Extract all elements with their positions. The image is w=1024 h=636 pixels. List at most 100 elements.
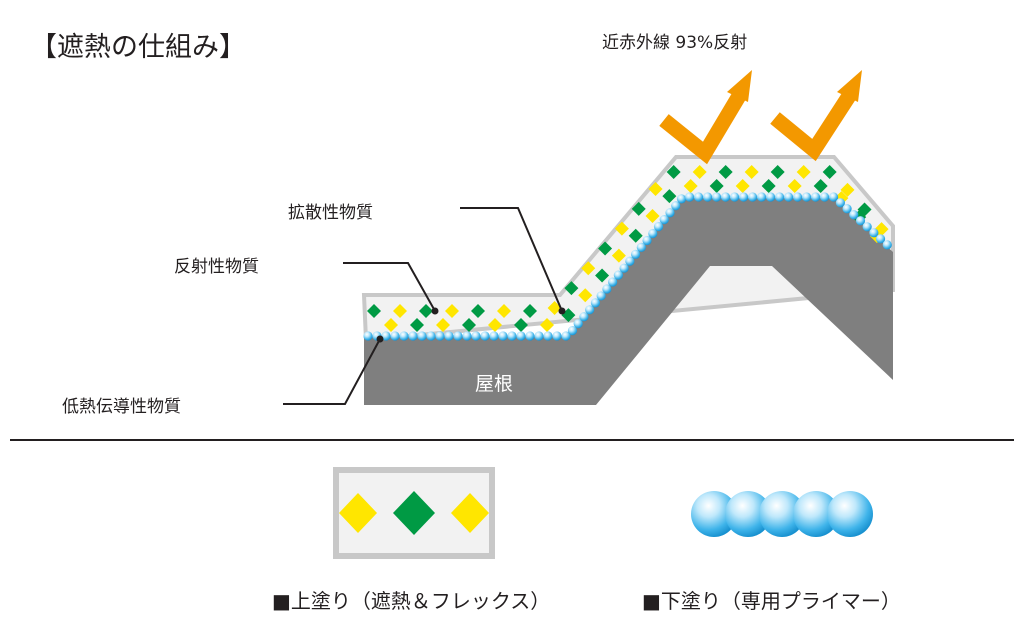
primer-bead xyxy=(691,491,737,537)
primer-bead xyxy=(417,331,427,341)
primer-bead xyxy=(573,319,583,329)
primer-bead xyxy=(453,331,463,341)
primer-bead xyxy=(835,198,845,208)
coat-particle xyxy=(813,179,828,193)
coat-particle xyxy=(735,179,750,193)
primer-bead xyxy=(516,331,526,341)
primer-bead xyxy=(596,291,606,301)
primer-bead xyxy=(855,216,866,226)
primer-bead xyxy=(567,326,578,336)
primer-bead xyxy=(630,249,641,259)
reflective-leader-dot xyxy=(431,307,439,315)
coat-particle xyxy=(547,300,562,315)
yellow-diamond xyxy=(451,493,489,533)
coat-particle xyxy=(648,182,663,197)
diffusive-leader xyxy=(460,207,563,312)
primer-bead xyxy=(636,242,646,252)
diffusive-leader-dot xyxy=(558,307,566,315)
reflective-leader xyxy=(343,262,436,312)
coat-particle xyxy=(384,318,398,332)
primer-bead xyxy=(747,192,758,202)
primer-bead xyxy=(725,491,771,537)
primer-bead xyxy=(729,192,740,202)
primer-bead xyxy=(426,331,436,341)
primer-bead xyxy=(648,228,658,239)
primer-bead xyxy=(793,491,839,537)
top-coat-caption: ■上塗り（遮熱＆フレックス） xyxy=(272,589,550,613)
primer-bead xyxy=(579,312,589,322)
primer-bead xyxy=(613,270,623,280)
primer-bead xyxy=(882,240,892,250)
primer-bead xyxy=(875,234,886,244)
primer-bead xyxy=(585,305,595,315)
primer-bead xyxy=(819,192,830,202)
primer-swatch xyxy=(691,491,873,537)
coat-particle xyxy=(744,165,759,179)
coat-particle xyxy=(770,165,785,179)
primer-bead xyxy=(489,331,499,341)
primer-bead xyxy=(684,192,695,202)
primer-bead xyxy=(602,284,612,294)
primer-bead xyxy=(590,298,601,308)
coat-particle xyxy=(462,318,476,332)
coat-particle xyxy=(718,165,733,179)
coat-particle xyxy=(581,261,596,276)
primer-bead xyxy=(810,192,821,202)
coat-particle xyxy=(367,304,381,318)
primer-bead xyxy=(390,331,400,341)
coat-particles xyxy=(367,165,889,332)
coat-particle xyxy=(393,304,407,318)
primer-bead xyxy=(561,331,571,341)
primer-bead xyxy=(552,331,562,341)
primer-bead xyxy=(608,277,618,287)
primer-bead xyxy=(801,192,812,202)
primer-bead xyxy=(659,215,669,225)
coat-particle xyxy=(471,304,485,318)
coat-particle xyxy=(666,165,681,179)
primer-bead xyxy=(842,204,852,214)
coat-particle xyxy=(787,179,802,193)
primer-bead xyxy=(435,331,445,341)
primer-bead xyxy=(408,331,418,341)
coat-particle xyxy=(578,288,593,303)
primer-bead xyxy=(759,491,805,537)
reflection-label: 近赤外線 93%反射 xyxy=(602,33,747,53)
green-diamond xyxy=(393,491,435,535)
diffusive-label: 拡散性物質 xyxy=(288,203,373,223)
coat-particle xyxy=(628,228,643,243)
coat-particle xyxy=(822,165,837,179)
coat-particle xyxy=(611,248,626,263)
primer-bead xyxy=(792,192,803,202)
primer-bead xyxy=(869,228,879,238)
page-title: 【遮熱の仕組み】 xyxy=(30,32,246,63)
coat-particle xyxy=(662,189,677,204)
roof-body xyxy=(364,198,893,405)
primer-bead xyxy=(507,331,517,341)
coat-particle xyxy=(497,304,511,318)
primer-bead xyxy=(774,192,785,202)
coat-particle xyxy=(598,241,613,256)
coat-particle xyxy=(631,201,646,216)
coat-particle xyxy=(761,179,776,193)
primer-bead xyxy=(828,192,839,202)
primer-bead xyxy=(625,256,635,266)
primer-bead xyxy=(720,192,731,202)
reflect-arrow-head xyxy=(727,70,752,102)
yellow-diamond xyxy=(339,493,377,533)
primer-bead xyxy=(363,331,373,341)
coat-particle xyxy=(683,179,698,193)
coat-particle xyxy=(614,221,629,236)
coat-particle xyxy=(445,304,459,318)
primer-bead xyxy=(498,331,508,341)
coat-particle xyxy=(796,165,811,179)
primer-bead xyxy=(711,192,722,202)
primer-bead xyxy=(471,331,481,341)
low-conductive-leader xyxy=(283,338,381,405)
low-conductive-leader-dot xyxy=(376,335,384,343)
coat-particle xyxy=(595,268,610,283)
primer-bead xyxy=(543,331,553,341)
primer-bead xyxy=(665,208,675,218)
primer-bead xyxy=(827,491,873,537)
coat-particle xyxy=(645,208,660,223)
